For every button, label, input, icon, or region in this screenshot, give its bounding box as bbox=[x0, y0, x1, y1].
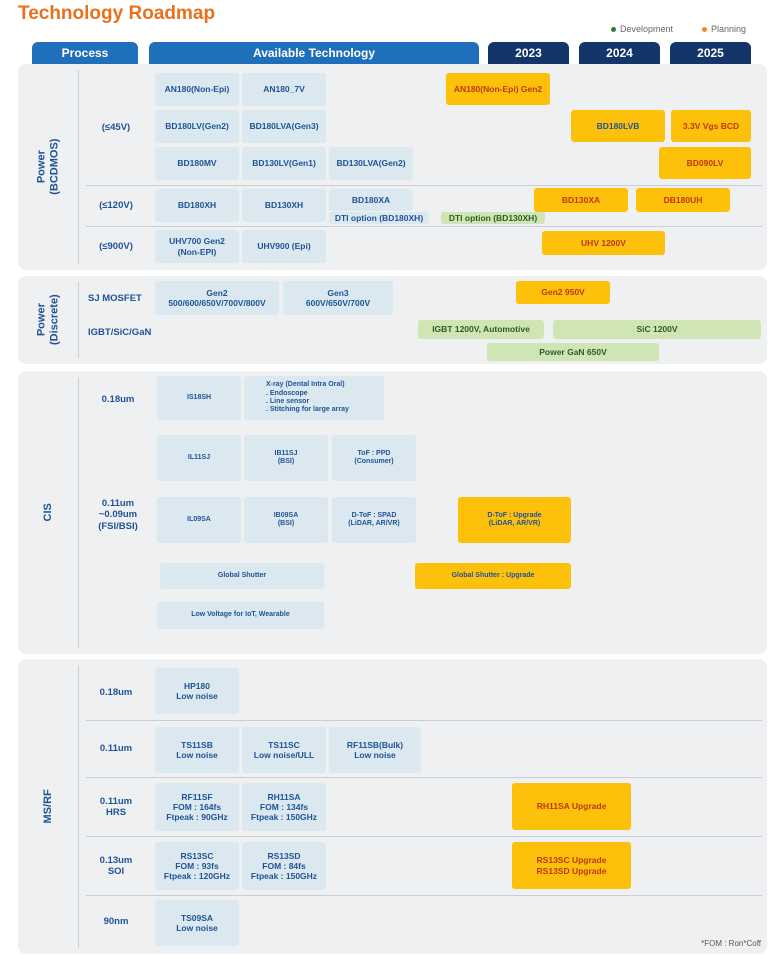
tech-cell: ToF : PPD (Consumer) bbox=[332, 435, 416, 481]
header-2023: 2023 bbox=[488, 42, 569, 64]
tech-cell: RF11SB(Bulk) Low noise bbox=[329, 727, 421, 773]
row-label: 0.11um bbox=[99, 743, 133, 755]
tech-cell: TS11SC Low noise/ULL bbox=[242, 727, 326, 773]
divider bbox=[78, 70, 79, 264]
legend-planning-label: Planning bbox=[711, 24, 747, 34]
planning-cell: BD180LVB bbox=[571, 110, 665, 142]
tech-cell: Global Shutter bbox=[160, 563, 324, 589]
row-label: (≤900V) bbox=[99, 241, 133, 253]
row-label: (≤120V) bbox=[99, 200, 133, 212]
section-name-bcdmos: Power (BCDMOS) bbox=[35, 138, 60, 196]
divider bbox=[86, 226, 762, 227]
planning-cell: DB180UH bbox=[636, 188, 730, 212]
tech-cell: BD180LV(Gen2) bbox=[155, 110, 239, 143]
tech-cell: BD130XH bbox=[242, 189, 326, 222]
divider bbox=[86, 185, 762, 186]
planning-cell: D-ToF : Upgrade (LiDAR, AR/VR) bbox=[458, 497, 571, 543]
tech-cell: RS13SD FOM : 84fs Ftpeak : 150GHz bbox=[242, 842, 326, 890]
tech-cell: Gen3 600V/650V/700V bbox=[283, 281, 393, 315]
tech-cell: Gen2 500/600/650V/700V/800V bbox=[155, 281, 279, 315]
tech-cell: BD130LVA(Gen2) bbox=[329, 147, 413, 180]
planning-cell: Global Shutter : Upgrade bbox=[415, 563, 571, 589]
divider bbox=[86, 836, 762, 837]
tech-cell: AN180(Non-Epi) bbox=[155, 73, 239, 106]
divider bbox=[78, 377, 79, 648]
page-title: Technology Roadmap bbox=[18, 3, 216, 24]
section-name-msrf: MS/RF bbox=[41, 789, 54, 824]
header-available-technology: Available Technology bbox=[149, 42, 479, 64]
planning-dot-icon bbox=[702, 27, 707, 33]
tech-cell: IS18SH bbox=[157, 376, 241, 420]
tech-cell: RS13SC FOM : 93fs Ftpeak : 120GHz bbox=[155, 842, 239, 890]
legend-development-label: Development bbox=[620, 24, 674, 34]
tech-cell: RH11SA FOM : 134fs Ftpeak : 150GHz bbox=[242, 783, 326, 831]
row-label: SJ MOSFET bbox=[88, 293, 142, 305]
planning-cell: UHV 1200V bbox=[542, 231, 665, 255]
tech-cell: Low Voltage for IoT, Wearable bbox=[157, 602, 324, 629]
divider bbox=[78, 282, 79, 358]
header-2025: 2025 bbox=[670, 42, 751, 64]
row-label: 0.13um SOI bbox=[99, 854, 133, 877]
option-cell: DTI option (BD180XH) bbox=[329, 212, 429, 224]
legend-development: Development bbox=[611, 24, 673, 34]
tech-cell: HP180 Low noise bbox=[155, 668, 239, 714]
planning-cell: Gen2 950V bbox=[516, 281, 610, 304]
development-cell: Power GaN 650V bbox=[487, 343, 659, 361]
tech-cell: UHV700 Gen2 (Non-EPI) bbox=[155, 230, 239, 263]
divider bbox=[78, 665, 79, 948]
row-label: (≤45V) bbox=[101, 121, 131, 133]
planning-cell: RH11SA Upgrade bbox=[512, 783, 631, 830]
tech-cell: BD180MV bbox=[155, 147, 239, 180]
tech-cell: IB09SA (BSI) bbox=[244, 497, 328, 543]
header-process: Process bbox=[32, 42, 138, 64]
tech-cell: BD180LVA(Gen3) bbox=[242, 110, 326, 143]
planning-cell: BD090LV bbox=[659, 147, 751, 179]
development-cell: DTI option (BD130XH) bbox=[441, 212, 545, 224]
tech-cell: TS11SB Low noise bbox=[155, 727, 239, 773]
header-2024: 2024 bbox=[579, 42, 660, 64]
tech-cell: RF11SF FOM : 164fs Ftpeak : 90GHz bbox=[155, 783, 239, 831]
tech-cell: IB11SJ (BSI) bbox=[244, 435, 328, 481]
section-name-discrete: Power (Discrete) bbox=[35, 294, 60, 346]
row-label: 0.11um ~0.09um (FSI/BSI) bbox=[98, 497, 138, 532]
tech-cell: AN180_7V bbox=[242, 73, 326, 106]
row-label: 0.18um bbox=[99, 686, 133, 698]
development-dot-icon bbox=[611, 27, 616, 33]
tech-cell: UHV900 (Epi) bbox=[242, 230, 326, 263]
tech-cell: TS09SA Low noise bbox=[155, 900, 239, 946]
tech-cell: BD180XH bbox=[155, 189, 239, 222]
footnote: *FOM : Ron*Coff bbox=[701, 939, 761, 948]
planning-cell: AN180(Non-Epi) Gen2 bbox=[446, 73, 550, 105]
planning-cell: RS13SC Upgrade RS13SD Upgrade bbox=[512, 842, 631, 889]
tech-cell: BD180XA bbox=[329, 189, 413, 211]
legend-planning: Planning bbox=[702, 24, 746, 34]
divider bbox=[86, 777, 762, 778]
planning-cell: 3.3V Vgs BCD bbox=[671, 110, 751, 142]
tech-cell: IL09SA bbox=[157, 497, 241, 543]
tech-cell: X-ray (Dental Intra Oral) . Endoscope . … bbox=[244, 376, 384, 420]
planning-cell: BD130XA bbox=[534, 188, 628, 212]
row-label: 90nm bbox=[103, 916, 129, 928]
development-cell: IGBT 1200V, Automotive bbox=[418, 320, 544, 339]
section-msrf bbox=[18, 659, 767, 954]
row-label: IGBT/SiC/GaN bbox=[88, 327, 152, 339]
divider bbox=[86, 720, 762, 721]
section-name-cis: CIS bbox=[41, 503, 54, 522]
row-label: 0.11um HRS bbox=[99, 795, 133, 818]
tech-cell: BD130LV(Gen1) bbox=[242, 147, 326, 180]
development-cell: SiC 1200V bbox=[553, 320, 761, 339]
divider bbox=[86, 895, 762, 896]
tech-cell: IL11SJ bbox=[157, 435, 241, 481]
tech-cell: D-ToF : SPAD (LiDAR, AR/VR) bbox=[332, 497, 416, 543]
row-label: 0.18um bbox=[101, 394, 135, 406]
